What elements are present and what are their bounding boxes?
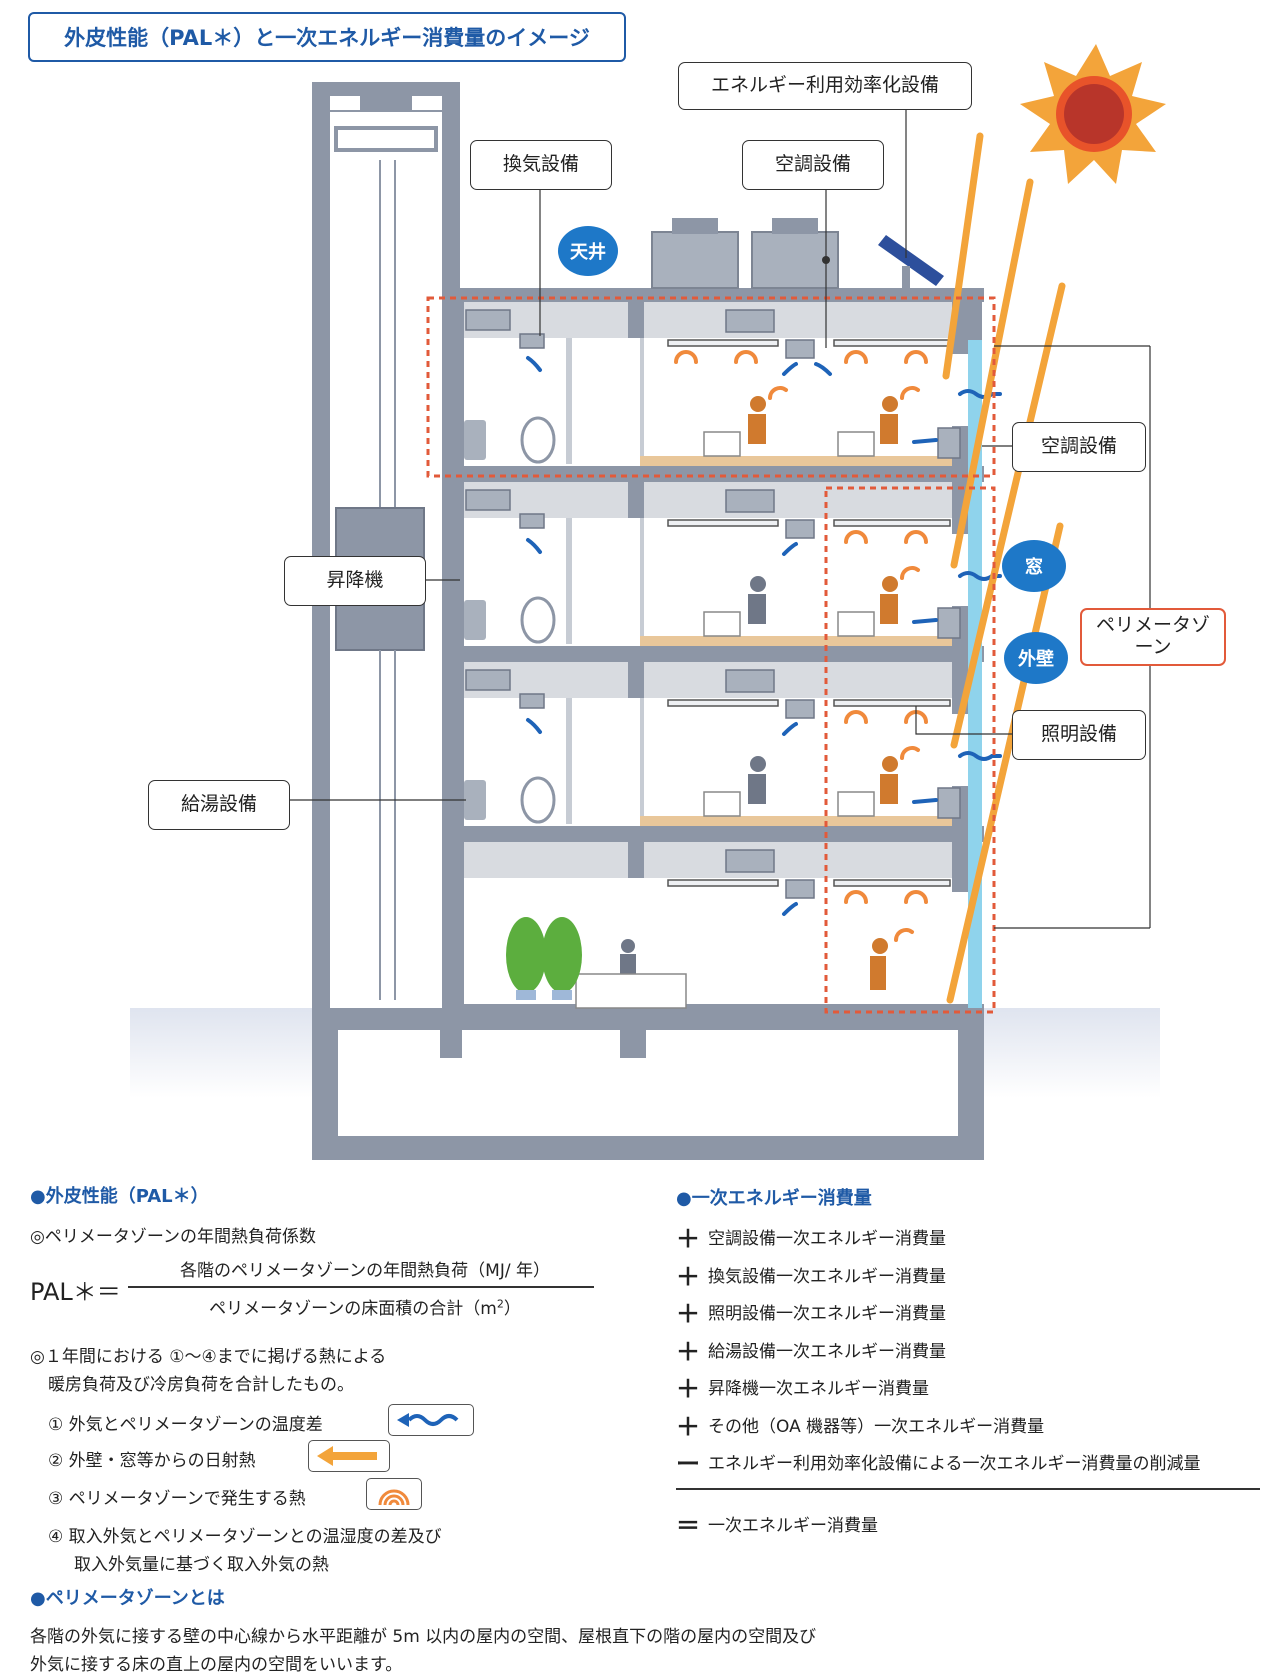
lighting-fixtures [667, 339, 951, 887]
list-sign: ＋ [676, 1375, 700, 1404]
list-item-text: エネルギー利用効率化設備による一次エネルギー消費量の削減量 [708, 1454, 1201, 1475]
elevator-shaft [312, 82, 460, 1008]
sun-icon [1020, 44, 1166, 184]
list-sign: ＋ [676, 1337, 700, 1366]
list-item-text: 給湯設備一次エネルギー消費量 [708, 1341, 946, 1362]
solar-heat-legend-icon [308, 1440, 390, 1472]
primary-list-item: ＋ 給湯設備一次エネルギー消費量 [676, 1331, 1201, 1369]
label-air-conditioning-top: 空調設備 [742, 140, 884, 190]
primary-list-item: ＋ 昇降機一次エネルギー消費量 [676, 1368, 1201, 1406]
plant-icons [506, 917, 582, 1000]
perimeter-def-heading: ●ペリメータゾーンとは [30, 1588, 225, 1609]
floor-4 [464, 842, 982, 892]
label-efficiency-equipment: エネルギー利用効率化設備 [678, 62, 972, 110]
primary-list-item: ＋ 換気設備一次エネルギー消費量 [676, 1256, 1201, 1294]
list-item-text: その他（OA 機器等）一次エネルギー消費量 [708, 1416, 1045, 1437]
label-hot-water: 給湯設備 [148, 780, 290, 830]
list-item-text: 昇降機一次エネルギー消費量 [708, 1379, 929, 1400]
pal-numerator: 各階のペリメータゾーンの年間熱負荷（MJ/ 年） [180, 1261, 550, 1281]
pal-subtitle: ◎ペリメータゾーンの年間熱負荷係数 [30, 1227, 316, 1247]
list-sign: ＋ [676, 1262, 700, 1291]
pal-denominator-text: ペリメータゾーンの床面積の合計（m [209, 1299, 497, 1319]
list-sign: ＋ [676, 1300, 700, 1329]
solar-heat-arrows [942, 132, 1066, 1004]
office-workers [575, 396, 898, 1009]
building-illustration [130, 44, 1166, 1160]
equals-sign: ＝ [676, 1512, 700, 1540]
pal-formula-lhs: PAL＊＝ [30, 1278, 121, 1306]
perimeter-zone-outlines [426, 296, 996, 1014]
primary-list-item: ＋ 照明設備一次エネルギー消費量 [676, 1293, 1201, 1331]
label-perimeter-zone: ペリメータゾーン [1080, 608, 1226, 666]
bubble-outer-wall: 外壁 [1004, 632, 1068, 684]
pal-denominator-end: ） [503, 1299, 521, 1319]
list-sign: ー [676, 1450, 700, 1479]
pal-item-3: ③ ペリメータゾーンで発生する熱 [48, 1489, 306, 1509]
pal-item-1: ① 外気とペリメータゾーンの温度差 [48, 1415, 323, 1435]
pal-denominator: ペリメータゾーンの床面積の合計（m2） [140, 1294, 590, 1319]
primary-list-item: ＋ その他（OA 機器等）一次エネルギー消費量 [676, 1406, 1201, 1444]
primary-heading: ●一次エネルギー消費量 [676, 1188, 872, 1209]
list-item-text: 照明設備一次エネルギー消費量 [708, 1304, 946, 1325]
floor-slabs [456, 288, 984, 1018]
pal-item-2: ② 外壁・窓等からの日射熱 [48, 1451, 256, 1471]
primary-list-item: ーエネルギー利用効率化設備による一次エネルギー消費量の削減量 [676, 1443, 1201, 1481]
primary-list-item: ＋ 空調設備一次エネルギー消費量 [676, 1218, 1201, 1256]
rooftop-units [651, 218, 839, 289]
pal-note-line1: ◎１年間における ①〜④までに掲げる熱による [30, 1347, 387, 1367]
pal-item-4-cont: 取入外気量に基づく取入外気の熱 [74, 1555, 329, 1575]
pal-heading: ●外皮性能（PAL＊） [30, 1186, 209, 1207]
sum-divider [676, 1488, 1260, 1490]
label-ventilation: 換気設備 [470, 140, 612, 190]
primary-list: ＋ 空調設備一次エネルギー消費量 ＋ 換気設備一次エネルギー消費量 ＋ 照明設備一次エネル… [676, 1218, 1201, 1481]
list-item-text: 空調設備一次エネルギー消費量 [708, 1229, 946, 1250]
list-item-text: 換気設備一次エネルギー消費量 [708, 1266, 946, 1287]
temperature-diff-legend-icon [388, 1404, 474, 1436]
indoor-units [465, 309, 815, 899]
primary-total-text: 一次エネルギー消費量 [708, 1516, 878, 1536]
pal-note-line2: 暖房負荷及び冷房負荷を合計したもの。 [48, 1375, 354, 1395]
diagram-title: 外皮性能（PAL＊）と一次エネルギー消費量のイメージ [28, 12, 626, 62]
window-glass [968, 340, 982, 1008]
list-sign: ＋ [676, 1225, 700, 1254]
perimeter-def-line1: 各階の外気に接する壁の中心線から水平距離が 5m 以内の屋内の空間、屋根直下の階… [30, 1627, 817, 1647]
airflow-arrows [526, 356, 1002, 916]
floor-3 [464, 662, 982, 846]
bubble-window: 窓 [1002, 540, 1066, 592]
pal-item-4: ④ 取入外気とペリメータゾーンとの温湿度の差及び [48, 1527, 442, 1547]
label-elevator: 昇降機 [284, 556, 426, 606]
label-lighting: 照明設備 [1012, 710, 1146, 760]
bubble-ceiling: 天井 [558, 226, 618, 276]
basement [312, 1008, 984, 1160]
primary-total: ＝ 一次エネルギー消費量 [676, 1506, 878, 1541]
restroom-fixtures [464, 416, 556, 824]
list-sign: ＋ [676, 1412, 700, 1441]
solar-panel-icon [878, 235, 944, 288]
fraction-bar [128, 1286, 594, 1288]
label-air-conditioning-side: 空調設備 [1012, 422, 1146, 472]
internal-heat-legend-icon [366, 1478, 422, 1510]
perimeter-ac-units [937, 427, 961, 819]
pal-denominator-sup: 2 [496, 1297, 504, 1311]
perimeter-def-line2: 外気に接する床の直上の屋内の空間をいいます。 [30, 1655, 403, 1675]
